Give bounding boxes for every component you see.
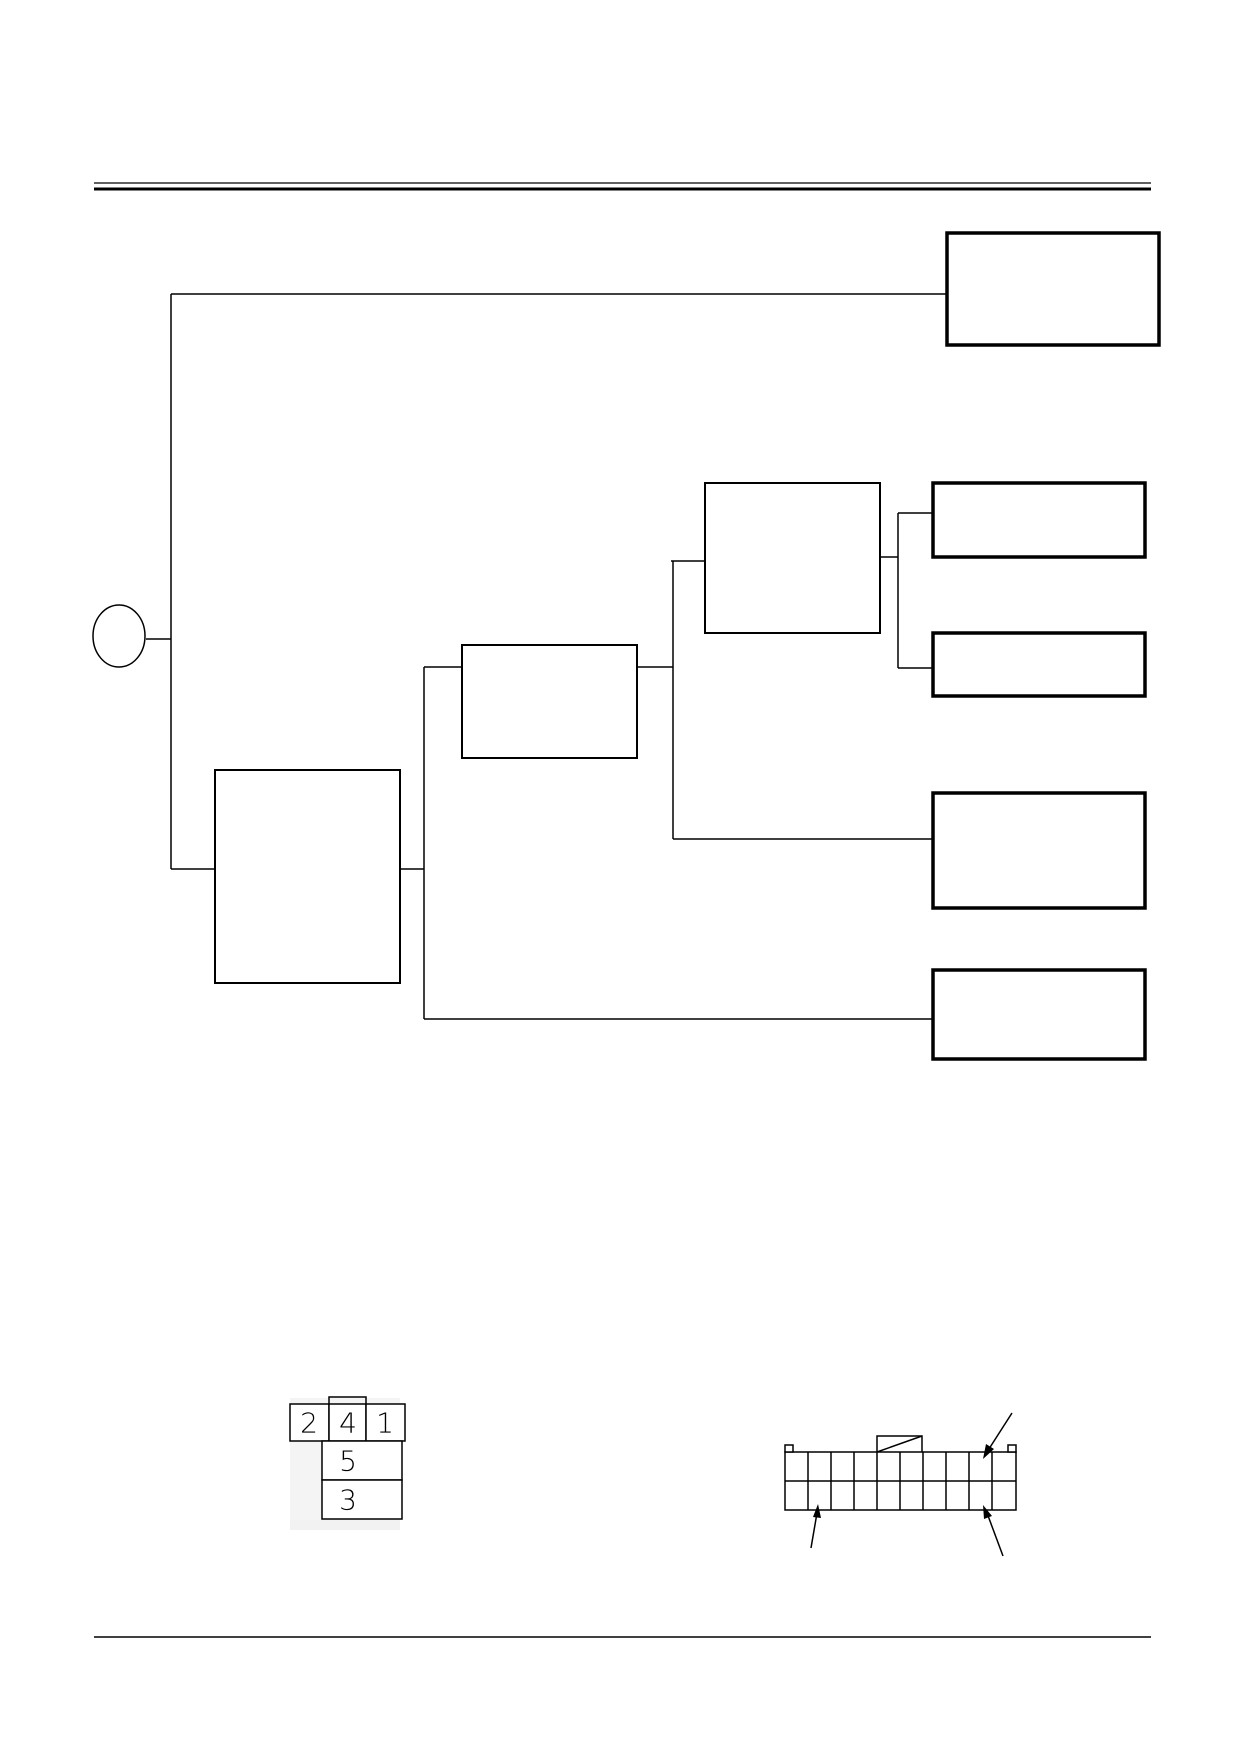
tree-connectors: [146, 293, 947, 1020]
header-rule: [94, 182, 1151, 191]
leaf-box-b: [931, 631, 1147, 698]
pin-cell-3: [321, 1479, 403, 1520]
connector-b-face: [784, 1412, 1017, 1557]
branch-box-level-1: [214, 769, 401, 984]
leaf-box-a: [931, 481, 1147, 559]
leaf-box-c: [931, 791, 1147, 910]
branch-box-level-3: [704, 482, 881, 634]
branch-box-level-2: [461, 644, 638, 759]
root-node: [92, 604, 146, 668]
pin-label: 4: [339, 1407, 357, 1440]
leaf-box-top: [945, 231, 1161, 347]
pin-label: 5: [339, 1445, 357, 1478]
pin-cell-2: [289, 1403, 330, 1442]
pointer-arrow: [983, 1505, 1004, 1557]
pin-label: 3: [339, 1484, 357, 1517]
pin-cell-5: [321, 1440, 403, 1481]
pin-label: 2: [300, 1407, 318, 1440]
pin-grid: [807, 1452, 993, 1510]
leaf-box-d: [931, 968, 1147, 1061]
pin-cell-1: [365, 1403, 406, 1442]
connector-a-face: 2 4 1 5 3: [289, 1396, 406, 1530]
pointer-arrow: [983, 1412, 1013, 1459]
pointer-arrow: [810, 1504, 821, 1549]
pin-label: 1: [376, 1407, 394, 1440]
